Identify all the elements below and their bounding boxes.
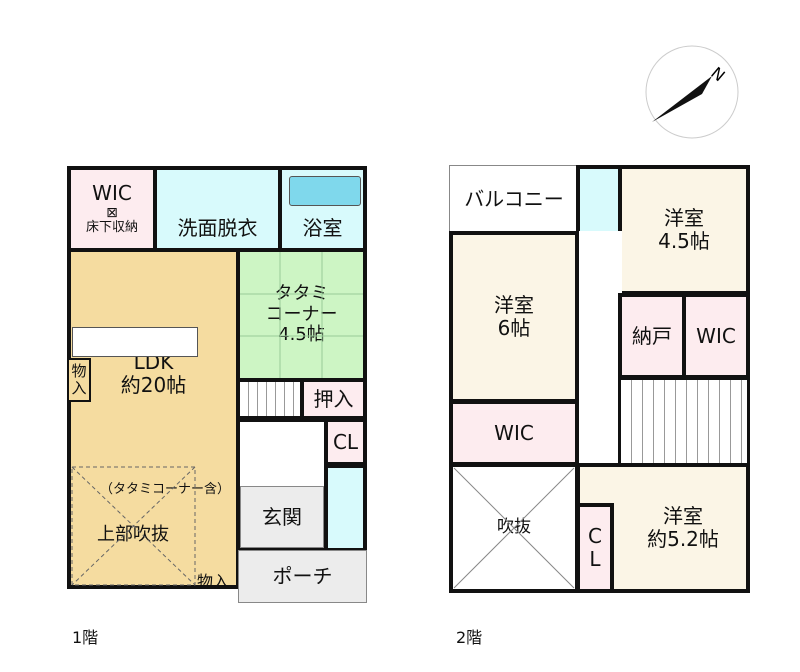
room-label: WIC bbox=[92, 180, 132, 205]
room-label: 玄関 bbox=[262, 504, 302, 529]
void-cross-1f bbox=[71, 466, 196, 586]
room-label: 浴室 bbox=[302, 216, 343, 240]
room-washroom: 洗面脱衣 bbox=[153, 166, 282, 252]
room-label: 洋室 6帖 bbox=[494, 293, 534, 340]
stairs-2f bbox=[618, 377, 750, 467]
room-label: CL bbox=[332, 429, 359, 454]
room-label: バルコニー bbox=[464, 186, 564, 211]
room-label: ポーチ bbox=[272, 564, 333, 588]
bathtub-icon bbox=[289, 176, 361, 206]
void-cross-2f bbox=[453, 467, 575, 589]
room-label: 押入 bbox=[313, 386, 354, 411]
floor-label-2f: 2階 bbox=[456, 628, 483, 647]
room-label: 納戸 bbox=[632, 323, 672, 348]
room-note: （タタミコーナー含） bbox=[100, 482, 231, 497]
room-ldk: LDK 約20帖 bbox=[67, 248, 240, 589]
compass-icon: N bbox=[645, 45, 739, 139]
storage-icon: ⊠ bbox=[106, 204, 118, 221]
room-toilet-2f bbox=[576, 165, 622, 235]
room-label: タタミ コーナー 4.5帖 bbox=[265, 282, 338, 346]
room-tatami: タタミ コーナー 4.5帖 bbox=[236, 248, 367, 382]
storage-1f-left: 物 入 bbox=[67, 358, 91, 402]
room-label: C L bbox=[588, 524, 602, 571]
room-wic-2f-b: WIC bbox=[449, 400, 579, 466]
room-label: 物 入 bbox=[71, 361, 87, 397]
room-nando: 納戸 bbox=[618, 293, 686, 379]
room-toilet-1f bbox=[324, 464, 367, 552]
room-label: 床下収納 bbox=[85, 220, 138, 236]
void-label-1f: 上部吹抜 bbox=[97, 524, 169, 545]
room-porch: ポーチ bbox=[238, 550, 367, 603]
room-label: 洋室 約5.2帖 bbox=[647, 504, 719, 551]
room-cl-2f: C L bbox=[576, 503, 614, 593]
room-genkan: 玄関 bbox=[240, 486, 324, 548]
room-cl-1f: CL bbox=[324, 418, 367, 466]
kitchen-counter bbox=[72, 327, 198, 357]
room-label: 洗面脱衣 bbox=[177, 216, 258, 240]
room-yoshitsu-6: 洋室 6帖 bbox=[449, 231, 579, 403]
floor-label-1f: 1階 bbox=[72, 628, 99, 647]
balcony: バルコニー bbox=[449, 165, 579, 233]
tatami-grid bbox=[240, 252, 363, 378]
room-label: WIC bbox=[494, 420, 534, 445]
room-label: 洋室 4.5帖 bbox=[658, 206, 710, 253]
room-wic-1f: WIC ⊠ 床下収納 bbox=[67, 166, 157, 252]
room-label: WIC bbox=[696, 323, 736, 348]
hall-2f bbox=[576, 231, 622, 469]
storage-1f-bottom: 物入 bbox=[197, 572, 230, 591]
room-label: 吹抜 bbox=[497, 517, 531, 538]
